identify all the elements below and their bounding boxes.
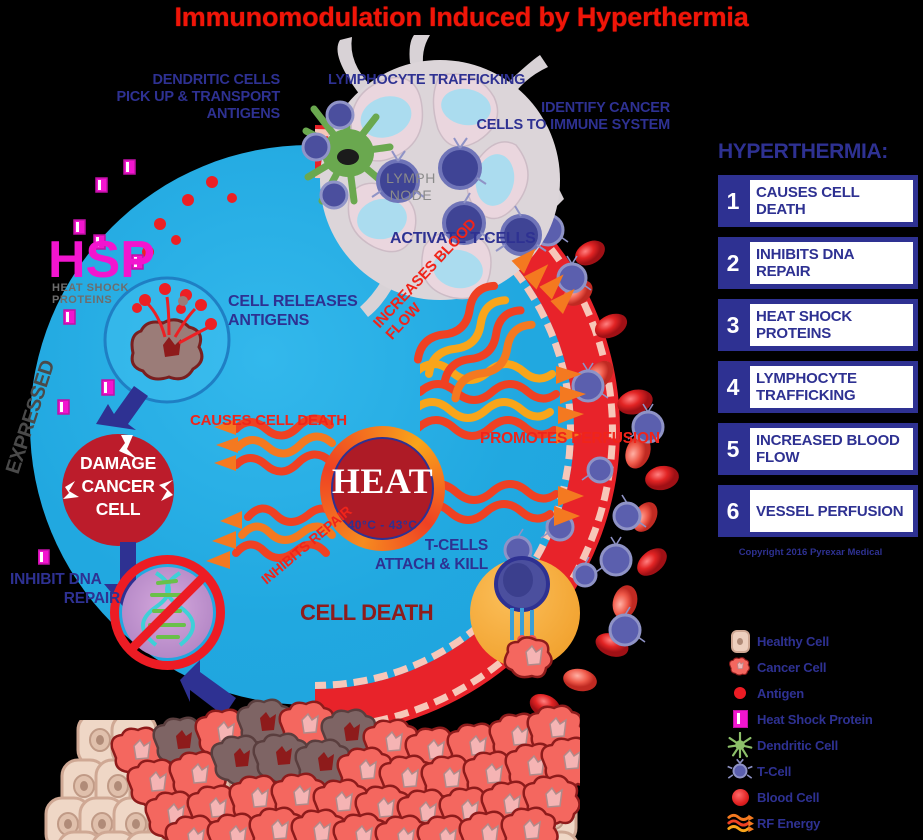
hsp-label: HSP bbox=[48, 231, 155, 289]
t-cell-attack-graphic bbox=[494, 556, 553, 679]
effect-item-2[interactable]: 2 INHIBITS DNA REPAIR bbox=[718, 237, 918, 289]
inhibit-dna-line-2: REPAIR bbox=[63, 590, 120, 607]
hyperthermia-effects-list: HYPERTHERMIA: 1 CAUSES CELL DEATH 2 INHI… bbox=[718, 140, 918, 558]
lymphocyte-trafficking-label: LYMPHOCYTE TRAFFICKING bbox=[328, 72, 526, 88]
t-cells-attach-kill-label: T-CELLS ATTACH & KILL bbox=[358, 536, 488, 574]
legend-label-t-cell: T-Cell bbox=[757, 763, 792, 779]
legend-row-t-cell: T-Cell bbox=[723, 758, 923, 784]
blood-cell-icon bbox=[723, 788, 757, 806]
diagram-stage: HEAT 40°C - 43°C DAMAGE CANCER CELL bbox=[0, 30, 712, 840]
t-cells-line-1: T-CELLS bbox=[424, 537, 488, 554]
lymph-node-label: LYMPH NODE bbox=[378, 170, 444, 204]
legend-row-antigen: Antigen bbox=[723, 680, 923, 706]
causes-cell-death-label: CAUSES CELL DEATH bbox=[190, 412, 347, 429]
rf-energy-icon bbox=[723, 812, 757, 834]
t-cells-line-2: ATTACH & KILL bbox=[374, 556, 488, 573]
page-title: Immunomodulation Induced by Hyperthermia bbox=[174, 2, 749, 32]
effect-label-3: HEAT SHOCK PROTEINS bbox=[748, 302, 915, 348]
dendritic-line-1: DENDRITIC CELLS bbox=[152, 72, 280, 88]
effect-label-2: INHIBITS DNA REPAIR bbox=[748, 240, 915, 286]
effect-number-5: 5 bbox=[726, 435, 740, 462]
effect-number-1: 1 bbox=[726, 187, 740, 214]
heat-disc: HEAT 40°C - 43°C bbox=[320, 426, 445, 551]
inhibit-dna-repair-label: INHIBIT DNA REPAIR bbox=[10, 570, 120, 608]
damage-lightning-icon bbox=[63, 435, 173, 501]
cell-death-label: CELL DEATH bbox=[300, 600, 434, 625]
identify-line-2: CELLS TO IMMUNE SYSTEM bbox=[476, 117, 670, 133]
effect-number-3: 3 bbox=[726, 311, 740, 338]
lymph-node-graphic bbox=[301, 35, 564, 317]
effect-label-1: CAUSES CELL DEATH bbox=[748, 178, 915, 224]
effect-number-2: 2 bbox=[726, 249, 740, 276]
dna-repair-blocked-icon bbox=[110, 555, 225, 670]
cell-releases-line-1: CELL RELEASES bbox=[228, 293, 358, 310]
effect-item-5[interactable]: 5 INCREASED BLOOD FLOW bbox=[718, 423, 918, 475]
hsp-sublabel: HEAT SHOCK PROTEINS bbox=[52, 282, 129, 306]
dendritic-line-2: PICK UP & TRANSPORT bbox=[116, 89, 280, 105]
legend-row-heat-shock-protein: Heat Shock Protein bbox=[723, 706, 923, 732]
heat-temperature-label: 40°C - 43°C bbox=[347, 518, 418, 532]
dendritic-cells-label: DENDRITIC CELLS PICK UP & TRANSPORT ANTI… bbox=[60, 72, 280, 123]
legend: Healthy Cell Cancer Cell Antigen Heat Sh… bbox=[723, 628, 923, 836]
effect-item-3[interactable]: 3 HEAT SHOCK PROTEINS bbox=[718, 299, 918, 351]
dendritic-cell-icon bbox=[301, 100, 394, 210]
antigen-icon bbox=[723, 687, 757, 699]
effect-number-4: 4 bbox=[726, 373, 740, 400]
effect-number-6: 6 bbox=[726, 497, 740, 524]
legend-row-healthy-cell: Healthy Cell bbox=[723, 628, 923, 654]
effect-label-6: VESSEL PERFUSION bbox=[748, 488, 915, 534]
t-cell-icon bbox=[723, 758, 757, 784]
healthy-cell-icon bbox=[723, 629, 757, 653]
inhibit-dna-line-1: INHIBIT DNA bbox=[10, 571, 102, 588]
promotes-perfusion-label: PROMOTES PERFUSION bbox=[480, 430, 660, 447]
activate-t-cells-label: ACTIVATE T-CELLS bbox=[390, 230, 536, 247]
legend-label-blood-cell: Blood Cell bbox=[757, 789, 820, 805]
legend-label-heat-shock-protein: Heat Shock Protein bbox=[757, 711, 873, 727]
rf-energy-waves-bloodflow bbox=[413, 248, 575, 403]
effect-item-6[interactable]: 6 VESSEL PERFUSION bbox=[718, 485, 918, 537]
effect-item-1[interactable]: 1 CAUSES CELL DEATH bbox=[718, 175, 918, 227]
damage-cancer-cell-disc: DAMAGE CANCER CELL bbox=[62, 434, 174, 546]
identify-cancer-label: IDENTIFY CANCER CELLS TO IMMUNE SYSTEM bbox=[400, 100, 670, 134]
heat-label: HEAT bbox=[331, 461, 434, 501]
cell-releases-antigens-label: CELL RELEASES ANTIGENS bbox=[228, 292, 388, 330]
legend-row-rf-energy: RF Energy bbox=[723, 810, 923, 836]
effect-label-4: LYMPHOCYTE TRAFFICKING bbox=[748, 364, 915, 410]
antigen-particles bbox=[142, 176, 237, 258]
damage-line-3: CELL bbox=[95, 499, 141, 519]
effect-label-5: INCREASED BLOOD FLOW bbox=[748, 426, 915, 472]
legend-label-rf-energy: RF Energy bbox=[757, 815, 821, 831]
cancer-cell-icon bbox=[723, 656, 757, 678]
cell-releases-line-2: ANTIGENS bbox=[228, 312, 310, 329]
damage-line-1: DAMAGE bbox=[80, 453, 156, 473]
legend-label-dendritic-cell: Dendritic Cell bbox=[757, 737, 838, 753]
dendritic-line-3: ANTIGENS bbox=[206, 106, 281, 122]
legend-label-healthy-cell: Healthy Cell bbox=[757, 633, 830, 649]
sidebar-title: HYPERTHERMIA: bbox=[718, 140, 888, 163]
identify-line-1: IDENTIFY CANCER bbox=[541, 100, 670, 116]
dendritic-cell-icon bbox=[723, 732, 757, 758]
cancer-cell-mass bbox=[110, 698, 580, 840]
rf-energy-waves-right bbox=[420, 360, 586, 526]
damage-line-2: CANCER bbox=[81, 476, 155, 496]
legend-row-dendritic-cell: Dendritic Cell bbox=[723, 732, 923, 758]
rf-energy-waves-left bbox=[206, 414, 342, 569]
lymph-node-line-1: LYMPH bbox=[386, 170, 436, 186]
heat-shock-protein-icon bbox=[723, 710, 757, 728]
legend-row-blood-cell: Blood Cell bbox=[723, 784, 923, 810]
legend-row-cancer-cell: Cancer Cell bbox=[723, 654, 923, 680]
damage-cancer-cell-label: DAMAGE CANCER CELL bbox=[62, 452, 174, 521]
copyright-notice: Copyright 2016 Pyrexar Medical bbox=[738, 547, 883, 558]
lymph-node-line-2: NODE bbox=[389, 187, 433, 203]
antigen-release-cell bbox=[103, 276, 231, 404]
legend-label-antigen: Antigen bbox=[757, 685, 804, 701]
effect-item-4[interactable]: 4 LYMPHOCYTE TRAFFICKING bbox=[718, 361, 918, 413]
legend-label-cancer-cell: Cancer Cell bbox=[757, 659, 827, 675]
